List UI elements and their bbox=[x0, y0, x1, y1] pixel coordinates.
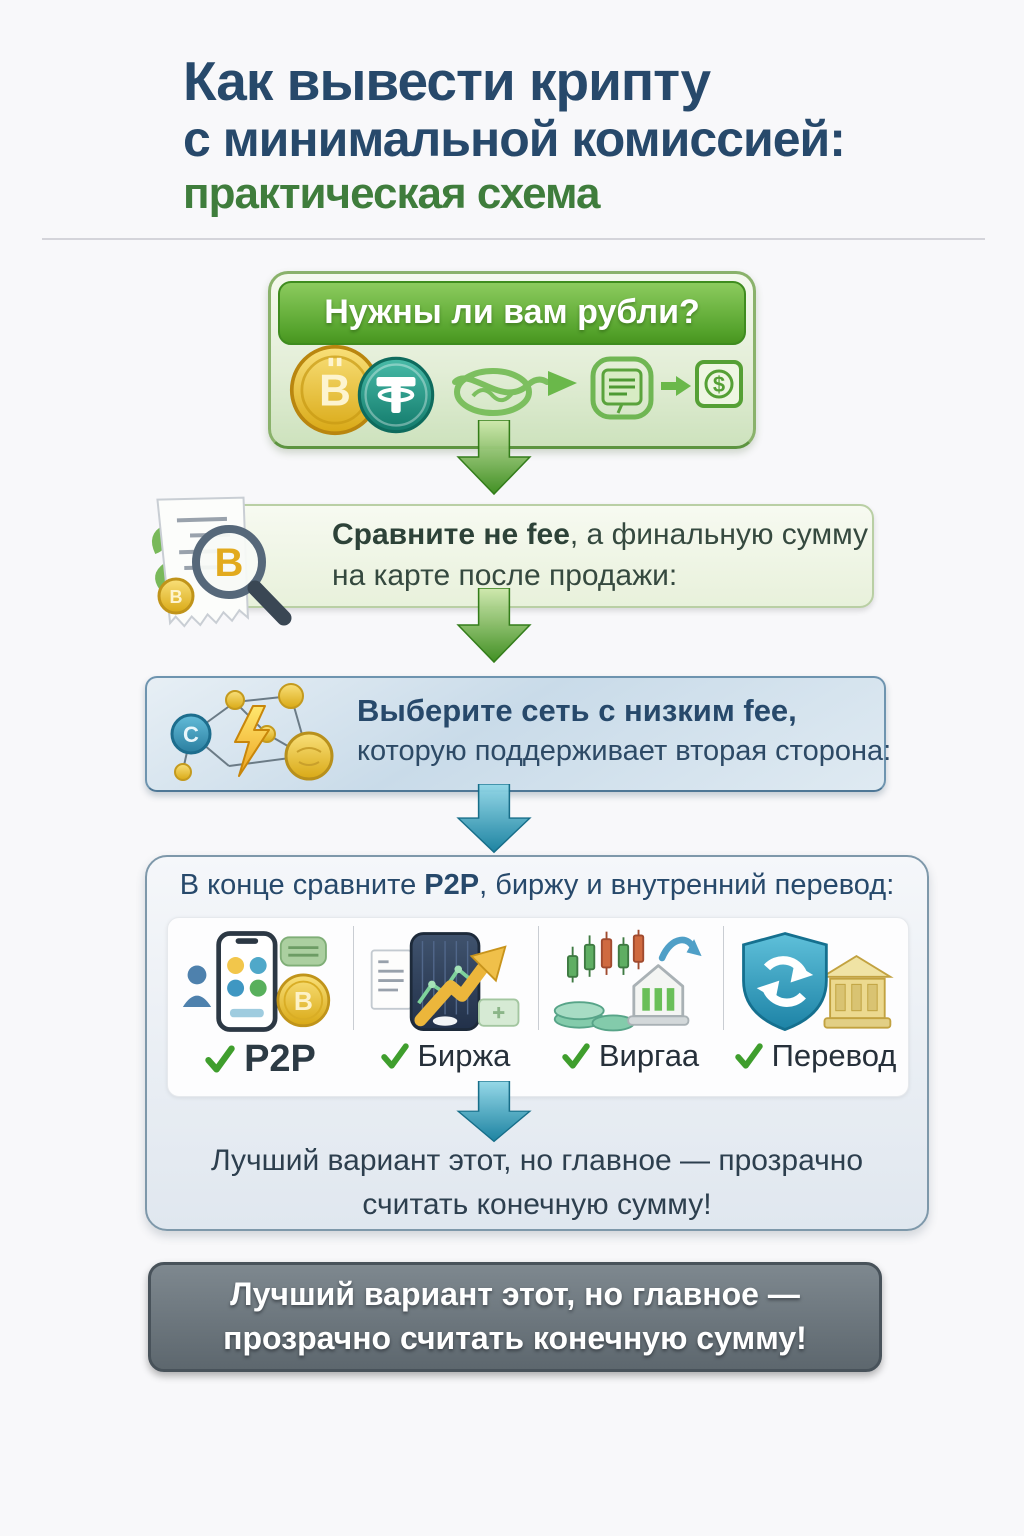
option-virgaa-labelrow: Виргаа bbox=[562, 1040, 699, 1071]
checkmark-icon bbox=[734, 1042, 763, 1069]
step2-text-bold: Сравните не fee bbox=[332, 518, 570, 551]
step4-header-suffix: , биржу и внутренний перевод: bbox=[479, 869, 895, 901]
step4-header-p2p: P2P bbox=[424, 869, 480, 901]
option-exchange: Биржа bbox=[353, 918, 538, 1096]
step1-question: Нужны ли вам рубли? bbox=[278, 281, 746, 345]
page-title-line2: с минимальной комиссией: bbox=[183, 111, 846, 167]
footer-line2: прозрачно считать конечную сумму! bbox=[223, 1320, 807, 1356]
footer-line1: Лучший вариант этот, но главное — bbox=[230, 1276, 800, 1312]
step2-text-rest: , а финальную сумму bbox=[569, 518, 869, 551]
exchange-chart-icon bbox=[370, 932, 519, 1031]
option-virgaa-iconbox bbox=[551, 926, 711, 1038]
p2p-phone-icon: B bbox=[182, 931, 330, 1032]
option-transfer-label: Перевод bbox=[771, 1038, 897, 1073]
step4-note-line2: считать конечную сумму! bbox=[362, 1188, 712, 1221]
option-transfer-iconbox bbox=[736, 926, 896, 1038]
option-transfer-labelrow: Перевод bbox=[734, 1038, 897, 1073]
option-p2p-label: P2P bbox=[244, 1038, 316, 1080]
step4-box-compare-options: В конце сравните P2P, биржу и внутренний… bbox=[145, 855, 929, 1231]
dollar-note-icon: $ bbox=[695, 360, 743, 408]
step3-box-choose-network: C Выберите сеть с низким fee, которую по… bbox=[145, 676, 891, 792]
footer-summary-box: Лучший вариант этот, но главное — прозра… bbox=[148, 1262, 882, 1372]
shield-bank-transfer-icon bbox=[741, 932, 894, 1032]
step4-header-prefix: В конце сравните bbox=[179, 869, 425, 901]
step1-box-need-rubles: Нужны ли вам рубли? B bbox=[268, 271, 756, 449]
option-p2p: B P2P bbox=[168, 918, 353, 1096]
option-transfer: Перевод bbox=[723, 918, 908, 1096]
page-title-line3: практическая схема bbox=[183, 169, 600, 218]
checkmark-icon bbox=[380, 1042, 409, 1069]
page-title-line1: Как вывести крипту bbox=[183, 50, 711, 112]
title-divider bbox=[42, 238, 985, 240]
option-exchange-labelrow: Биржа bbox=[380, 1038, 511, 1073]
green-down-arrow-1 bbox=[456, 420, 532, 496]
svg-text:B: B bbox=[215, 541, 244, 585]
checkmark-icon bbox=[205, 1045, 235, 1073]
step4-header: В конце сравните P2P, биржу и внутренний… bbox=[147, 871, 927, 900]
option-virgaa: Виргаа bbox=[538, 918, 723, 1096]
option-exchange-iconbox bbox=[366, 926, 526, 1038]
svg-text:$: $ bbox=[713, 372, 725, 397]
step3-text-line1: Выберите сеть с низким fee, bbox=[357, 693, 797, 728]
option-p2p-iconbox: B bbox=[181, 926, 341, 1038]
option-virgaa-label: Виргаа bbox=[598, 1038, 700, 1073]
candles-house-icon bbox=[553, 929, 702, 1032]
step2-text-line2: на карте после продажи: bbox=[332, 559, 678, 592]
option-p2p-labelrow: P2P bbox=[205, 1040, 316, 1078]
step2-box-compare-final-sum: Сравните не fee, а финальную сумму на ка… bbox=[222, 504, 874, 608]
step3-text-line2: которую поддерживает вторая сторона: bbox=[357, 735, 892, 767]
svg-text:B: B bbox=[293, 986, 312, 1016]
document-chat-icon bbox=[590, 356, 654, 420]
network-fee-icon: C bbox=[170, 683, 334, 781]
swap-doodle-icon bbox=[452, 368, 577, 416]
option-exchange-label: Биржа bbox=[417, 1038, 511, 1073]
arrow-right-icon bbox=[661, 376, 691, 396]
green-down-arrow-2 bbox=[456, 588, 532, 664]
receipt-magnifier-icon: B B bbox=[151, 496, 292, 628]
tether-coin-icon bbox=[357, 356, 435, 434]
teal-down-arrow-2 bbox=[456, 1081, 532, 1143]
svg-text:B: B bbox=[319, 367, 351, 416]
step2-text-line1: Сравните не fee, а финальную сумму bbox=[332, 520, 868, 550]
teal-down-arrow-1 bbox=[456, 784, 532, 854]
svg-text:B: B bbox=[170, 587, 183, 607]
options-panel: B P2P bbox=[167, 917, 909, 1097]
checkmark-icon bbox=[562, 1042, 590, 1069]
step4-note-line1: Лучший вариант этот, но главное — прозра… bbox=[210, 1144, 864, 1177]
svg-text:C: C bbox=[183, 722, 199, 747]
